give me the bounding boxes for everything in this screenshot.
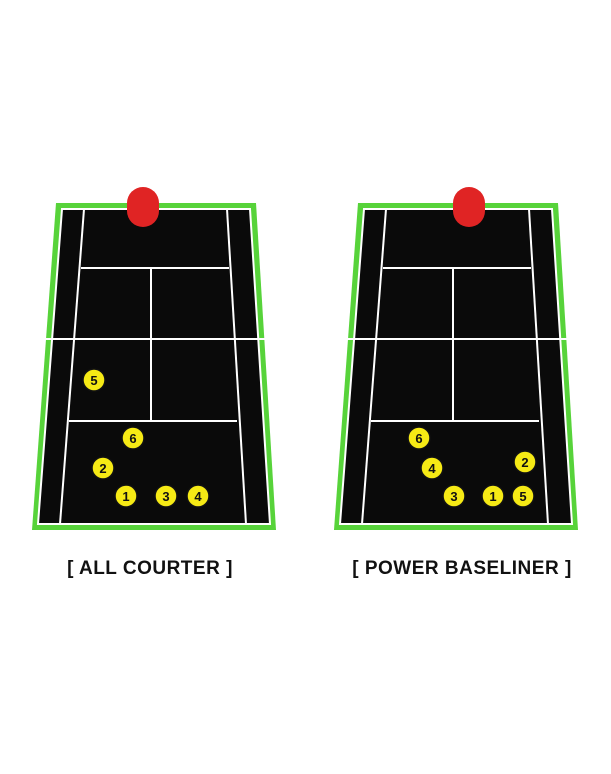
ball-label: 2: [99, 461, 106, 476]
ball-marker: 4: [186, 484, 210, 508]
court-outline: [36, 208, 272, 525]
court-lines: [36, 208, 272, 525]
court-outline: [338, 208, 574, 525]
singles-sideline-left: [361, 208, 387, 525]
singles-sideline-left: [59, 208, 85, 525]
ball-label: 1: [489, 489, 496, 504]
singles-sideline-right: [226, 208, 247, 525]
opponent-marker: [453, 187, 485, 227]
singles-sideline-right: [528, 208, 549, 525]
court-lines: [338, 208, 574, 525]
caption-all-courter: [ ALL COURTER ]: [67, 558, 233, 579]
ball-marker: 3: [442, 484, 466, 508]
court-surface: [38, 209, 270, 524]
ball-label: 6: [129, 431, 136, 446]
opponent-marker: [127, 187, 159, 227]
ball-marker: 3: [154, 484, 178, 508]
court-diagram-all-courter: 5 6 2 1 3 4: [29, 185, 279, 535]
ball-marker: 2: [513, 450, 537, 474]
ball-marker: 1: [481, 484, 505, 508]
ball-marker: 5: [82, 368, 106, 392]
court-svg: 5 6 2 1 3 4: [32, 187, 276, 530]
ball-label: 4: [194, 489, 202, 504]
ball-label: 5: [90, 373, 97, 388]
caption-power-baseliner: [ POWER BASELINER ]: [352, 558, 572, 579]
ball-marker: 2: [91, 456, 115, 480]
ball-label: 2: [521, 455, 528, 470]
court-surface: [340, 209, 572, 524]
ball-marker: 5: [511, 484, 535, 508]
ball-label: 4: [428, 461, 436, 476]
ball-label: 3: [162, 489, 169, 504]
ball-marker: 6: [121, 426, 145, 450]
ball-label: 3: [450, 489, 457, 504]
ball-marker: 6: [407, 426, 431, 450]
court-svg: 6 4 2 3 1 5: [334, 187, 578, 530]
ball-label: 1: [122, 489, 129, 504]
ball-marker: 1: [114, 484, 138, 508]
ball-marker: 4: [420, 456, 444, 480]
court-diagram-power-baseliner: 6 4 2 3 1 5: [331, 185, 581, 535]
ball-label: 5: [519, 489, 526, 504]
ball-label: 6: [415, 431, 422, 446]
